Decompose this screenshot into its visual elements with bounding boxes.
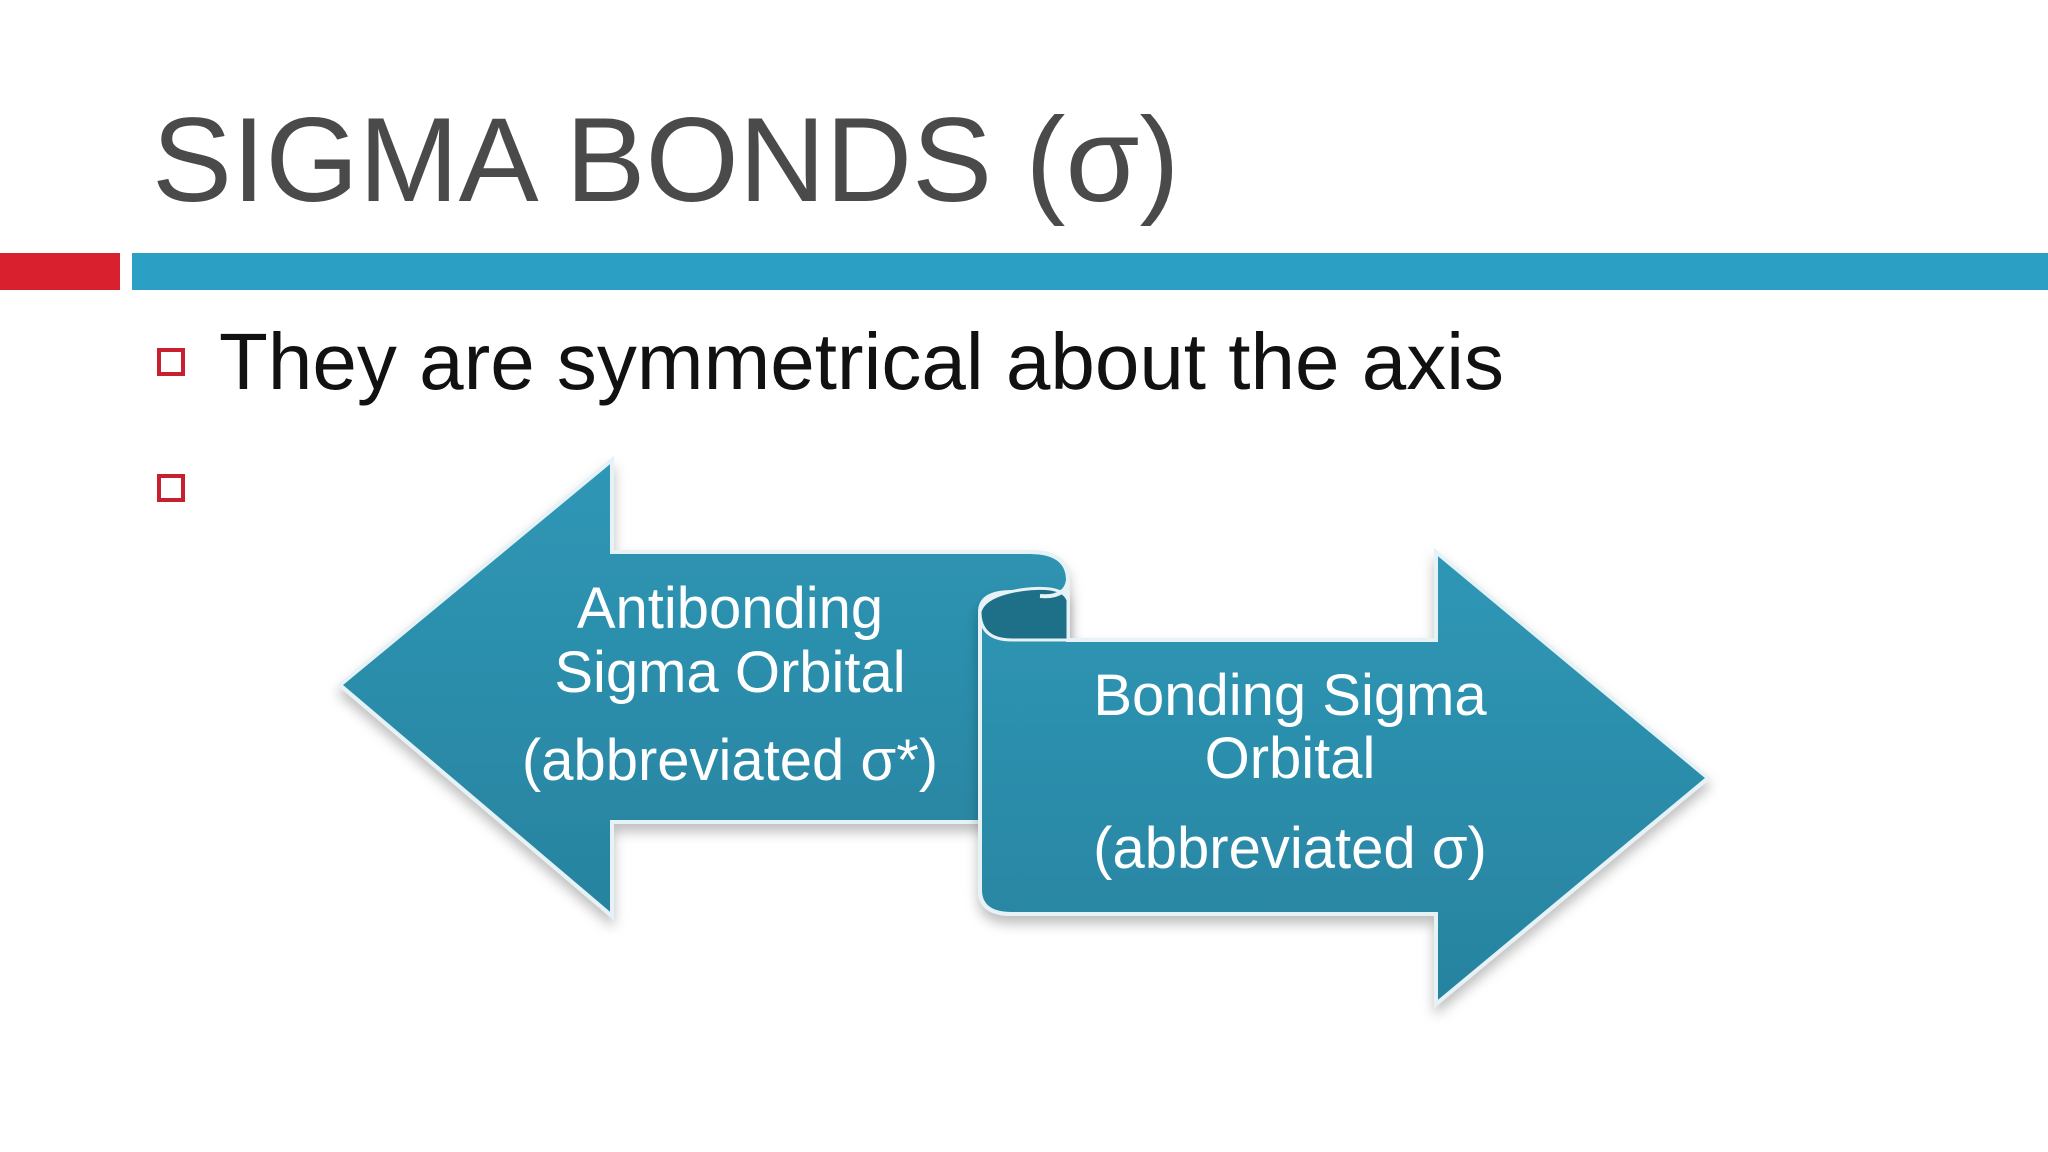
left-arrow-label-line: Antibonding <box>577 576 883 641</box>
right-arrow-label-line: Bonding Sigma <box>1093 663 1487 728</box>
arrow-fold-shape <box>978 586 1070 642</box>
bullet-item <box>157 474 219 502</box>
slide-title: SIGMA BONDS (σ) <box>152 93 1180 227</box>
right-arrow-label-line: Orbital <box>1205 726 1376 791</box>
title-accent-bar-blue <box>132 253 2048 290</box>
bullet-square-icon <box>157 474 185 502</box>
bullet-square-icon <box>157 348 185 376</box>
right-arrow-label-line: (abbreviated σ) <box>1093 816 1487 881</box>
left-arrow-label-line: (abbreviated σ*) <box>522 728 938 793</box>
left-arrow-label-line: Sigma Orbital <box>554 640 905 705</box>
bullet-text: They are symmetrical about the axis <box>219 317 1504 406</box>
right-arrow-shape <box>978 547 1712 1009</box>
title-accent-bar-red <box>0 253 120 290</box>
bullet-item: They are symmetrical about the axis <box>157 322 1504 402</box>
arrow-fold-curl <box>1029 550 1071 599</box>
